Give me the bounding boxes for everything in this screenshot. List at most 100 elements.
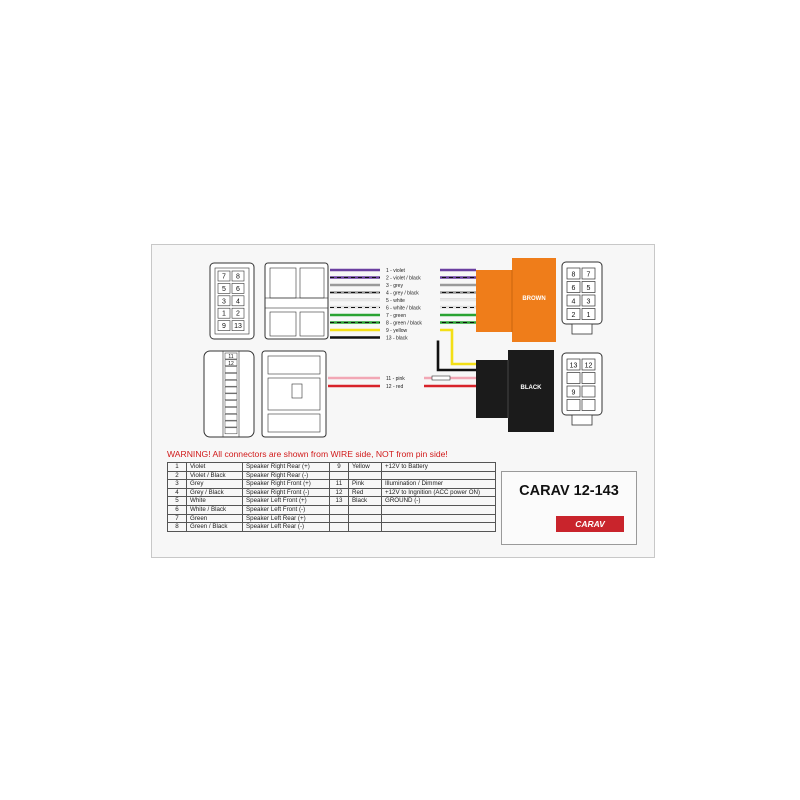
pin-cell bbox=[581, 308, 596, 320]
wire-10: 13 - black bbox=[330, 334, 476, 372]
table-cell-color2 bbox=[348, 513, 382, 524]
table-cell-func: Speaker Left Rear (-) bbox=[242, 522, 330, 532]
pin-cell bbox=[231, 283, 245, 294]
pin-cell bbox=[217, 307, 231, 319]
pin-cell bbox=[217, 283, 231, 294]
pin-cell bbox=[224, 407, 238, 414]
pin-cell bbox=[581, 372, 596, 384]
pin-cell bbox=[566, 399, 581, 411]
product-label-box: CARAV 12-143 CARAV bbox=[501, 471, 637, 545]
wire-6: 6 - white / black bbox=[330, 304, 476, 311]
pin-cell bbox=[224, 379, 238, 387]
black-connector-block: BLACK bbox=[476, 350, 554, 432]
table-cell-n: 5 bbox=[167, 496, 187, 506]
table-cell-color2: Black bbox=[348, 496, 382, 506]
pin-number: 12 bbox=[585, 362, 593, 369]
pin-number: 6 bbox=[236, 286, 240, 293]
table-cell-color2 bbox=[348, 522, 382, 532]
left-bottom-connector-side bbox=[261, 350, 327, 438]
pin-number: 13 bbox=[234, 323, 242, 330]
brand-logo: CARAV bbox=[556, 516, 624, 532]
pin-number: 4 bbox=[572, 298, 576, 305]
table-cell-n: 7 bbox=[167, 513, 187, 524]
pin-cell bbox=[224, 420, 238, 428]
pin-number: 11 bbox=[228, 354, 233, 360]
left-top-connector-side bbox=[264, 262, 329, 340]
wire-bottom-2: 12 - red bbox=[328, 383, 476, 390]
inline-fuse bbox=[431, 375, 451, 381]
table-cell-n: 1 bbox=[167, 462, 187, 472]
pin-cell bbox=[224, 386, 238, 394]
table-cell-color2: Pink bbox=[348, 479, 382, 489]
pin-number: 8 bbox=[236, 274, 240, 281]
wire-5: 5 - white bbox=[330, 297, 476, 304]
pin-number: 3 bbox=[222, 298, 226, 305]
pin-cell bbox=[566, 281, 581, 293]
pin-cell bbox=[224, 393, 238, 401]
pin-cell bbox=[581, 385, 596, 398]
table-cell-func2 bbox=[381, 522, 496, 532]
table-cell-n2: 11 bbox=[329, 479, 349, 489]
table-cell-color2 bbox=[348, 504, 382, 515]
brown-block-label: BROWN bbox=[522, 296, 545, 302]
table-cell-color: Green bbox=[186, 513, 243, 524]
pin-number: 2 bbox=[572, 312, 576, 319]
wire-1: 1 - violet bbox=[330, 267, 476, 274]
pin-number: 2 bbox=[236, 311, 240, 318]
pin-number: 4 bbox=[236, 298, 240, 305]
pin-cell bbox=[224, 366, 238, 373]
pin-cell bbox=[581, 294, 596, 307]
pin-cell bbox=[224, 352, 238, 360]
wire-label: 2 - violet / black bbox=[386, 275, 421, 281]
table-cell-func2: +12V to Ingnition (ACC power ON) bbox=[381, 487, 496, 498]
wire-9: 9 - yellow bbox=[330, 327, 476, 366]
table-cell-color: Green / Black bbox=[186, 522, 243, 532]
wire-label: 7 - green bbox=[386, 313, 406, 319]
wire-label: 13 - black bbox=[386, 335, 408, 341]
table-cell-func2: Illumination / Dimmer bbox=[381, 479, 496, 489]
wire-2: 2 - violet / black bbox=[330, 274, 476, 281]
wire-bottom-1: 11 - pink bbox=[328, 375, 476, 382]
table-cell-n: 8 bbox=[167, 522, 187, 532]
pin-cell bbox=[566, 358, 581, 371]
pin-cell bbox=[566, 267, 581, 280]
pin-cell bbox=[231, 307, 245, 319]
wire-label: 6 - white / black bbox=[386, 305, 421, 311]
table-cell-n2: 13 bbox=[329, 496, 349, 506]
wire-label: 9 - yellow bbox=[386, 328, 408, 334]
pin-cell bbox=[566, 372, 581, 384]
wire-3: 3 - grey bbox=[330, 282, 476, 289]
wire-label: 3 - grey bbox=[386, 283, 403, 289]
table-cell-func2 bbox=[381, 470, 496, 481]
pin-cell bbox=[231, 320, 245, 331]
pin-cell bbox=[566, 294, 581, 307]
product-title: CARAV 12-143 bbox=[519, 483, 619, 499]
table-cell-color: White / Black bbox=[186, 504, 243, 515]
wire-7: 7 - green bbox=[330, 312, 476, 319]
table-cell-func2 bbox=[381, 513, 496, 524]
pin-number: 13 bbox=[570, 362, 578, 369]
pin-cell bbox=[224, 413, 238, 421]
pin-cell bbox=[581, 358, 596, 371]
wire-label: 4 - grey / black bbox=[386, 290, 419, 296]
black-block-label: BLACK bbox=[521, 385, 543, 391]
pin-cell bbox=[224, 400, 238, 407]
table-cell-n2 bbox=[329, 513, 349, 524]
pin-number: 6 bbox=[572, 285, 576, 292]
table-cell-n2 bbox=[329, 522, 349, 532]
pin-cell bbox=[217, 295, 231, 307]
pin-number: 9 bbox=[222, 323, 226, 330]
pin-number: 7 bbox=[587, 271, 591, 278]
pin-number: 8 bbox=[572, 271, 576, 278]
wire-4: 4 - grey / black bbox=[330, 289, 476, 296]
table-cell-color: Violet / Black bbox=[186, 470, 243, 481]
